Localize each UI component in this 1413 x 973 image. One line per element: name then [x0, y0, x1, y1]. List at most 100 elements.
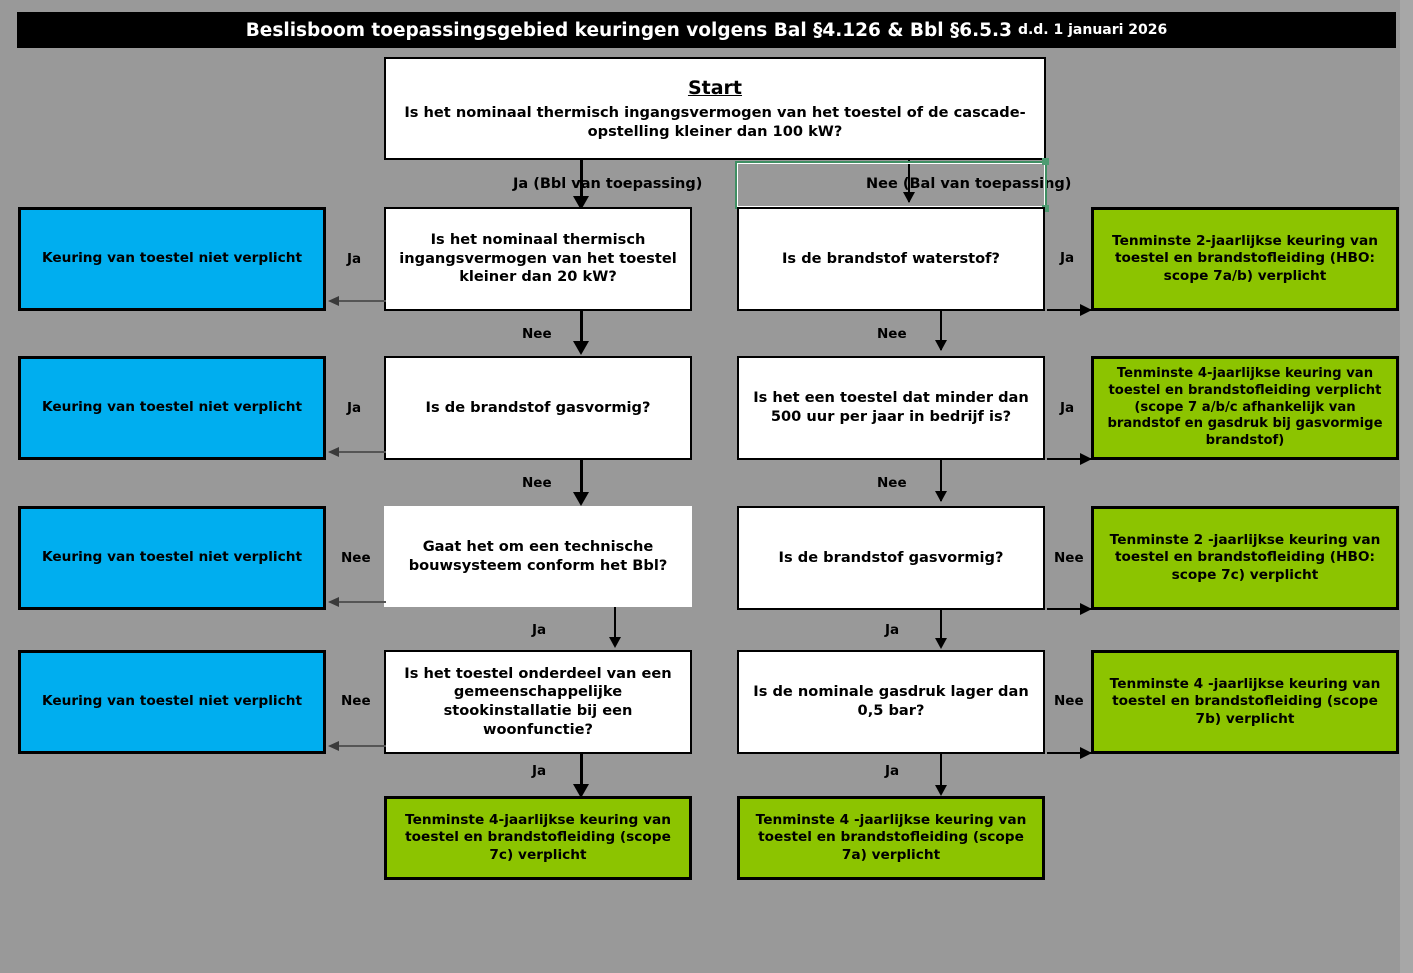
arrowhead-bbl2-to-left2: [328, 447, 339, 457]
edge-bbl1-to-bbl2: [580, 311, 583, 350]
edge-label-bal3-right: Nee: [1054, 550, 1084, 566]
outcome-left-1-label: Keuring van toestel niet verplicht: [41, 250, 303, 267]
edge-label-bal1-right: Ja: [1060, 250, 1075, 266]
decision-bal-2-label: Is het een toestel dat minder dan 500 uu…: [753, 389, 1029, 425]
arrowhead-bal1-to-bal2: [935, 340, 947, 351]
outcome-bottom-1[interactable]: Tenminste 4-jaarlijkse keuring van toest…: [384, 796, 692, 880]
outcome-right-4[interactable]: Tenminste 4 -jaarlijkse keuring van toes…: [1091, 650, 1399, 754]
decision-bbl-1-label: Is het nominaal thermisch ingangsvermoge…: [399, 230, 677, 286]
edge-bal3-to-right3: [1047, 608, 1093, 610]
edge-label-bbl4-down: Ja: [532, 763, 547, 779]
arrowhead-bbl4-to-bottom1: [573, 784, 589, 798]
page-title-main: Beslisboom toepassingsgebied keuringen v…: [245, 19, 1012, 41]
arrowhead-bal2-to-bal3: [935, 491, 947, 502]
decision-bbl-3[interactable]: Gaat het om een technische bouwsysteem c…: [384, 506, 692, 607]
arrowhead-bbl1-to-bbl2: [573, 341, 589, 355]
edge-label-bbl1-left: Ja: [347, 251, 362, 267]
decision-bal-1[interactable]: Is de brandstof waterstof?: [737, 207, 1045, 311]
arrowhead-bal4-to-bottom2: [935, 785, 947, 796]
edge-label-bbl3-left: Nee: [341, 550, 371, 566]
edge-bbl2-to-left2: [338, 451, 386, 453]
arrowhead-start-to-bbl: [573, 196, 589, 210]
outcome-right-2-label: Tenminste 4-jaarlijkse keuring van toest…: [1107, 365, 1383, 449]
outcome-right-1-label: Tenminste 2-jaarlijkse keuring van toest…: [1112, 232, 1378, 284]
start-question: Is het nominaal thermisch ingangsvermoge…: [404, 103, 1026, 140]
outcome-right-4-label: Tenminste 4 -jaarlijkse keuring van toes…: [1109, 675, 1381, 727]
decision-bbl-4[interactable]: Is het toestel onderdeel van een gemeens…: [384, 650, 692, 754]
outcome-left-2-label: Keuring van toestel niet verplicht: [41, 399, 303, 416]
node-start[interactable]: Start Is het nominaal thermisch ingangsv…: [384, 57, 1046, 160]
edge-label-bal2-down: Nee: [877, 475, 907, 491]
decision-bal-3-label: Is de brandstof gasvormig?: [778, 548, 1004, 566]
decision-bbl-1[interactable]: Is het nominaal thermisch ingangsvermoge…: [384, 207, 692, 311]
edge-label-bal4-down: Ja: [885, 763, 900, 779]
outcome-right-3[interactable]: Tenminste 2 -jaarlijkse keuring van toes…: [1091, 506, 1399, 610]
decision-bal-1-label: Is de brandstof waterstof?: [782, 249, 1000, 267]
page-title: Beslisboom toepassingsgebied keuringen v…: [17, 12, 1396, 48]
decision-bbl-3-label: Gaat het om een technische bouwsysteem c…: [408, 537, 668, 574]
edge-label-bbl2-left: Ja: [347, 400, 362, 416]
outcome-right-1[interactable]: Tenminste 2-jaarlijkse keuring van toest…: [1091, 207, 1399, 311]
edge-bbl3-to-left3: [338, 601, 386, 603]
arrowhead-bal4-to-right4: [1080, 747, 1092, 759]
edge-bbl2-to-bbl3: [580, 460, 583, 501]
selection-outline[interactable]: [735, 161, 1047, 209]
outcome-right-3-label: Tenminste 2 -jaarlijkse keuring van toes…: [1109, 531, 1381, 583]
outcome-left-4-label: Keuring van toestel niet verplicht: [41, 693, 303, 710]
decision-bal-4[interactable]: Is de nominale gasdruk lager dan 0,5 bar…: [737, 650, 1045, 754]
arrowhead-bal3-to-bal4: [935, 638, 947, 649]
arrowhead-start-to-bal: [903, 192, 915, 203]
edge-bbl3-to-bbl4: [614, 607, 616, 645]
branch-label-left: Ja (Bbl van toepassing): [513, 176, 703, 192]
outcome-left-3[interactable]: Keuring van toestel niet verplicht: [18, 506, 326, 610]
edge-bal1-to-right1: [1047, 309, 1093, 311]
decision-bbl-2[interactable]: Is de brandstof gasvormig?: [384, 356, 692, 460]
outcome-left-1[interactable]: Keuring van toestel niet verplicht: [18, 207, 326, 311]
selection-handle-br[interactable]: [1042, 205, 1049, 212]
arrowhead-bbl1-to-left1: [328, 296, 339, 306]
outcome-bottom-2-label: Tenminste 4 -jaarlijkse keuring van toes…: [755, 811, 1027, 863]
arrowhead-bbl2-to-bbl3: [573, 492, 589, 506]
outcome-bottom-2[interactable]: Tenminste 4 -jaarlijkse keuring van toes…: [737, 796, 1045, 880]
outcome-left-3-label: Keuring van toestel niet verplicht: [41, 549, 303, 566]
edge-label-bal4-right: Nee: [1054, 693, 1084, 709]
arrowhead-bal1-to-right1: [1080, 304, 1092, 316]
edge-label-bal2-right: Ja: [1060, 400, 1075, 416]
outcome-bottom-1-label: Tenminste 4-jaarlijkse keuring van toest…: [405, 811, 671, 863]
page-title-date: d.d. 1 januari 2026: [1017, 22, 1168, 38]
decision-bbl-4-label: Is het toestel onderdeel van een gemeens…: [404, 664, 672, 738]
start-heading: Start: [687, 76, 743, 99]
edge-bal3-to-bal4: [940, 610, 942, 647]
decision-bal-3[interactable]: Is de brandstof gasvormig?: [737, 506, 1045, 610]
edge-bal4-to-bottom2: [940, 754, 942, 792]
edge-bal2-to-right2: [1047, 458, 1093, 460]
edge-start-to-bbl: [580, 160, 583, 202]
arrowhead-bal3-to-right3: [1080, 603, 1092, 615]
branch-label-right: Nee (Bal van toepassing): [866, 176, 1072, 192]
edge-label-bbl3-down: Ja: [532, 622, 547, 638]
arrowhead-bal2-to-right2: [1080, 453, 1092, 465]
arrowhead-bbl3-to-bbl4: [609, 637, 621, 648]
decision-bbl-2-label: Is de brandstof gasvormig?: [425, 398, 651, 416]
outcome-right-2[interactable]: Tenminste 4-jaarlijkse keuring van toest…: [1091, 356, 1399, 460]
edge-bal1-to-bal2: [940, 311, 942, 350]
edge-bbl4-to-bottom1: [580, 754, 583, 792]
arrowhead-bbl4-to-left4: [328, 741, 339, 751]
edge-bal4-to-right4: [1047, 752, 1093, 754]
edge-label-bbl2-down: Nee: [522, 475, 552, 491]
edge-bbl4-to-left4: [338, 745, 386, 747]
outcome-left-2[interactable]: Keuring van toestel niet verplicht: [18, 356, 326, 460]
arrowhead-bbl3-to-left3: [328, 597, 339, 607]
decision-bal-4-label: Is de nominale gasdruk lager dan 0,5 bar…: [753, 683, 1029, 719]
outcome-left-4[interactable]: Keuring van toestel niet verplicht: [18, 650, 326, 754]
edge-bal2-to-bal3: [940, 460, 942, 501]
edge-label-bal3-down: Ja: [885, 622, 900, 638]
page-edge-strip: [1400, 0, 1413, 973]
edge-label-bal1-down: Nee: [877, 326, 907, 342]
selection-handle-tr[interactable]: [1042, 158, 1049, 165]
edge-start-to-bal: [908, 160, 910, 202]
edge-bbl1-to-left1: [338, 300, 386, 302]
decision-bal-2[interactable]: Is het een toestel dat minder dan 500 uu…: [737, 356, 1045, 460]
edge-label-bbl1-down: Nee: [522, 326, 552, 342]
